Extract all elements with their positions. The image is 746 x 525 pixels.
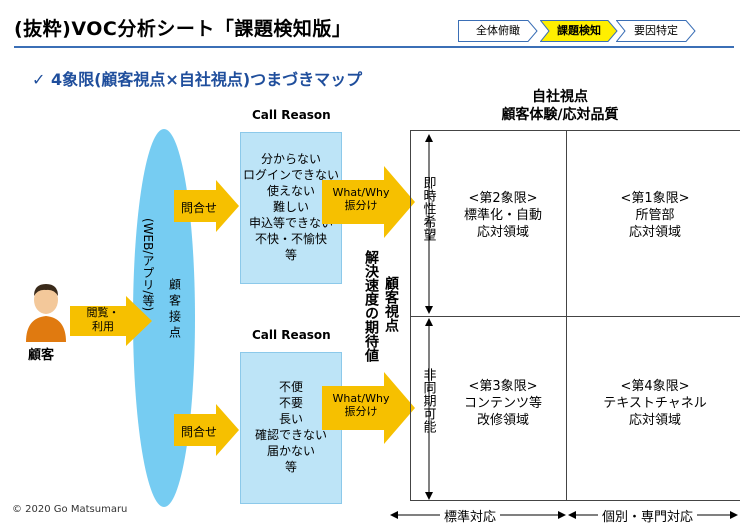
reason-item: ログインできない bbox=[242, 168, 339, 182]
step-issue-detection[interactable]: 課題検知 bbox=[540, 20, 618, 42]
customer-action-label: 閲覧・ 利用 bbox=[86, 306, 120, 333]
step-cause-identification[interactable]: 要因特定 bbox=[616, 20, 696, 42]
y-axis-top-text: 即時性希望 bbox=[420, 176, 436, 241]
inquiry-arrow-bottom-icon bbox=[174, 404, 239, 456]
reason-item: 確認できない bbox=[254, 428, 327, 442]
customer-contact-text: 顧客接点 bbox=[167, 278, 182, 342]
grid-center-line bbox=[566, 130, 567, 500]
step-chevron-icon bbox=[616, 20, 696, 42]
quadrant-2: <第2象限> 標準化・自動 応対領域 bbox=[463, 191, 542, 240]
y-axis-top-label: 即時性希望 bbox=[420, 176, 436, 245]
routing-label-top: What/Why 振分け bbox=[332, 186, 390, 212]
reason-item: 等 bbox=[284, 248, 297, 262]
y-axis-arrow-bottom-icon bbox=[425, 318, 433, 500]
step-label: 課題検知 bbox=[557, 24, 601, 37]
call-reason-header-top: Call Reason bbox=[252, 108, 331, 122]
reason-item: 不要 bbox=[278, 396, 303, 410]
inquiry-label-bottom: 問合せ bbox=[180, 425, 217, 439]
reason-item: 不快・不愉快 bbox=[254, 232, 327, 246]
reason-item: 不便 bbox=[278, 380, 303, 394]
routing-label-bottom: What/Why 振分け bbox=[332, 392, 390, 418]
quadrant-3: <第3象限> コンテンツ等 改修領域 bbox=[463, 379, 542, 428]
copyright: © 2020 Go Matsumaru bbox=[12, 504, 128, 515]
x-axis-header: 自社視点 顧客体験/応対品質 bbox=[470, 88, 650, 124]
y-axis-bottom-label: 非同期可能 bbox=[420, 368, 436, 437]
step-label: 全体俯瞰 bbox=[476, 24, 520, 37]
y-axis-bottom-text: 非同期可能 bbox=[420, 368, 436, 433]
y-axis-subtitle-text: 解決速度の期待値 bbox=[363, 250, 379, 362]
x-axis-right-label: 個別・専門対応 bbox=[598, 506, 698, 525]
channel-label-text: (WEB/アプリ/等) bbox=[141, 218, 155, 312]
title-divider bbox=[14, 46, 734, 48]
grid-top-line bbox=[410, 130, 740, 131]
inquiry-label-top: 問合せ bbox=[180, 201, 217, 215]
y-axis-arrow-top-icon bbox=[425, 134, 433, 314]
customer-person-icon bbox=[26, 284, 66, 342]
reason-item: 届かない bbox=[266, 444, 315, 458]
y-axis-title-text: 顧客視点 bbox=[383, 276, 399, 332]
grid-middle-line bbox=[410, 316, 740, 317]
step-chevron-icon bbox=[540, 20, 618, 42]
grid-left-line bbox=[410, 130, 411, 500]
channel-label: (WEB/アプリ/等) bbox=[140, 218, 155, 315]
x-axis-subtitle: 顧客体験/応対品質 bbox=[501, 107, 619, 123]
y-axis-subtitle: 解決速度の期待値 bbox=[362, 250, 380, 366]
customer-contact-label: 顧客接点 bbox=[166, 278, 182, 346]
reason-item: 使えない bbox=[266, 184, 315, 198]
channel-ellipse bbox=[133, 129, 195, 507]
step-label: 要因特定 bbox=[634, 24, 678, 37]
page-title: (抜粋)VOC分析シート「課題検知版」 bbox=[14, 18, 352, 40]
x-axis-title: 自社視点 bbox=[532, 89, 588, 105]
reason-item: 等 bbox=[284, 460, 297, 474]
quadrant-1: <第1象限> 所管部 応対領域 bbox=[620, 191, 690, 240]
y-axis-title: 顧客視点 bbox=[382, 276, 400, 336]
reason-item: 分からない bbox=[260, 152, 321, 166]
section-subtitle: ✓ 4象限(顧客視点×自社視点)つまづきマップ bbox=[32, 70, 363, 89]
quadrant-4: <第4象限> テキストチャネル 応対領域 bbox=[603, 379, 707, 428]
reason-item: 申込等できない bbox=[248, 216, 333, 230]
inquiry-arrow-top-icon bbox=[174, 180, 239, 232]
customer-arrow-icon bbox=[70, 296, 152, 346]
step-overview[interactable]: 全体俯瞰 bbox=[458, 20, 538, 42]
step-chevron-icon bbox=[458, 20, 538, 42]
reason-item: 難しい bbox=[272, 200, 309, 214]
routing-arrow-top-icon bbox=[322, 166, 415, 238]
call-reason-header-bottom: Call Reason bbox=[252, 328, 331, 342]
customer-label: 顧客 bbox=[28, 348, 55, 363]
routing-arrow-bottom-icon bbox=[322, 372, 415, 444]
grid-bottom-line bbox=[410, 500, 740, 501]
reason-item: 長い bbox=[278, 412, 303, 426]
x-axis-left-label: 標準対応 bbox=[440, 506, 501, 525]
